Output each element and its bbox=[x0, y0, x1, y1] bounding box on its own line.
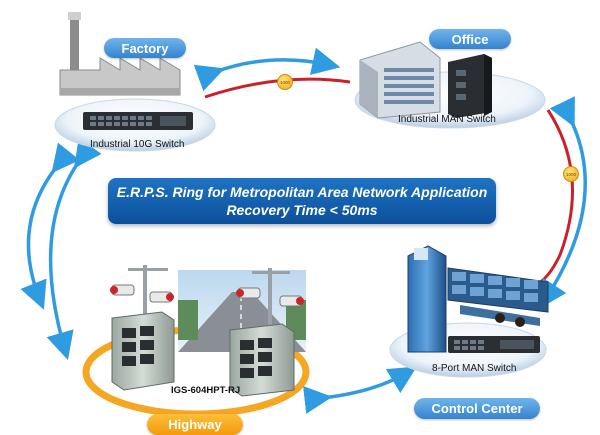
diagram-title-line2: Recovery Time < 50ms bbox=[226, 202, 378, 218]
factory-label: Factory bbox=[104, 38, 186, 58]
cabinet-right bbox=[229, 323, 295, 397]
control-center-tower-icon bbox=[407, 245, 447, 353]
office-label: Office bbox=[429, 29, 511, 49]
video-wall-icon bbox=[447, 267, 549, 327]
link-speed-badge-top: 1000 bbox=[277, 74, 293, 90]
arrow-right-outer bbox=[539, 96, 587, 309]
cabinet-left bbox=[111, 311, 175, 391]
control-center-label: Control Center bbox=[414, 398, 540, 419]
camera-pole-left bbox=[128, 265, 168, 327]
factory-building-icon bbox=[59, 12, 181, 96]
office-building-icon bbox=[359, 41, 441, 119]
8-port-switch-device-icon bbox=[448, 336, 540, 353]
link-speed-badge-right: 1000 bbox=[563, 166, 579, 182]
cctv-camera-icon bbox=[110, 284, 304, 307]
arrow-bottom bbox=[303, 366, 417, 414]
switch-device-icon bbox=[83, 112, 193, 130]
arrow-factory-office bbox=[193, 47, 341, 92]
blue-arrows bbox=[20, 47, 587, 414]
factory-device-caption: Industrial 10G Switch bbox=[90, 139, 185, 150]
camera-pole-right bbox=[252, 268, 290, 326]
highway-device-caption: IGS-604HPT-RJ bbox=[171, 385, 241, 396]
arrow-left-inner bbox=[46, 137, 102, 361]
highway-label: Highway bbox=[147, 414, 243, 435]
man-switch-device-icon bbox=[448, 54, 492, 118]
diagram-title-box: E.R.P.S. Ring for Metropolitan Area Netw… bbox=[108, 178, 496, 224]
control-center-device-caption: 8-Port MAN Switch bbox=[432, 363, 517, 374]
diagram-title-line1: E.R.P.S. Ring for Metropolitan Area Netw… bbox=[116, 184, 488, 200]
office-device-caption: Industrial MAN Switch bbox=[398, 114, 496, 125]
